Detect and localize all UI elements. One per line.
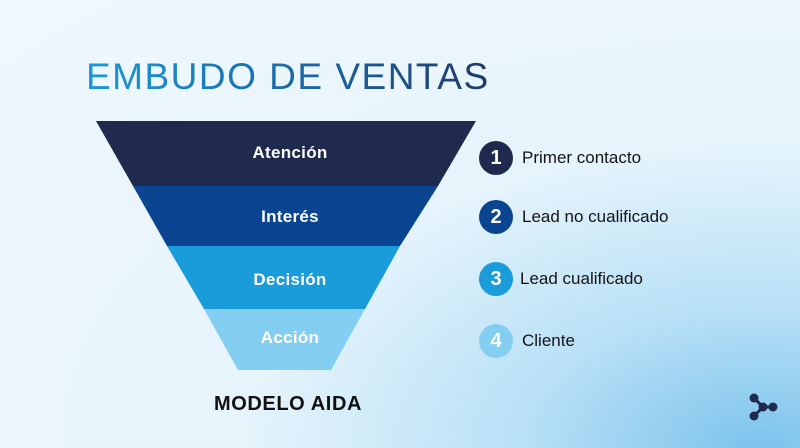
model-label: MODELO AIDA bbox=[213, 393, 363, 415]
stage-label-attention: Atención bbox=[252, 143, 328, 162]
step-label: Primer contacto bbox=[522, 148, 642, 167]
logo-dot bbox=[758, 402, 768, 412]
brand-logo-icon bbox=[749, 393, 778, 421]
step-label: Cliente bbox=[522, 331, 575, 350]
step-number-badge: 1 bbox=[479, 141, 513, 175]
stage-label-interest: Interés bbox=[261, 207, 319, 226]
logo-dot bbox=[768, 402, 778, 412]
funnel-stage-attention bbox=[96, 121, 476, 186]
stage-label-action: Acción bbox=[260, 328, 320, 347]
stage-label-decision: Decisión bbox=[253, 270, 327, 289]
funnel-stage-interest bbox=[133, 186, 438, 246]
step-number-badge: 3 bbox=[479, 262, 513, 296]
step-label: Lead cualificado bbox=[520, 269, 643, 288]
step-item-1: 1 Primer contacto bbox=[479, 141, 641, 175]
step-number-badge: 4 bbox=[479, 324, 513, 358]
funnel-stage-decision bbox=[167, 246, 400, 309]
step-number-badge: 2 bbox=[479, 200, 513, 234]
logo-dot bbox=[749, 411, 759, 421]
logo-dot bbox=[749, 393, 759, 403]
step-item-4: 4 Cliente bbox=[479, 324, 575, 358]
funnel-stage-action bbox=[204, 309, 365, 370]
step-label: Lead no cualificado bbox=[522, 207, 669, 226]
page-title: EMBUDO DE VENTAS bbox=[86, 56, 490, 97]
step-item-2: 2 Lead no cualificado bbox=[479, 200, 669, 234]
step-item-3: 3 Lead cualificado bbox=[479, 262, 643, 296]
